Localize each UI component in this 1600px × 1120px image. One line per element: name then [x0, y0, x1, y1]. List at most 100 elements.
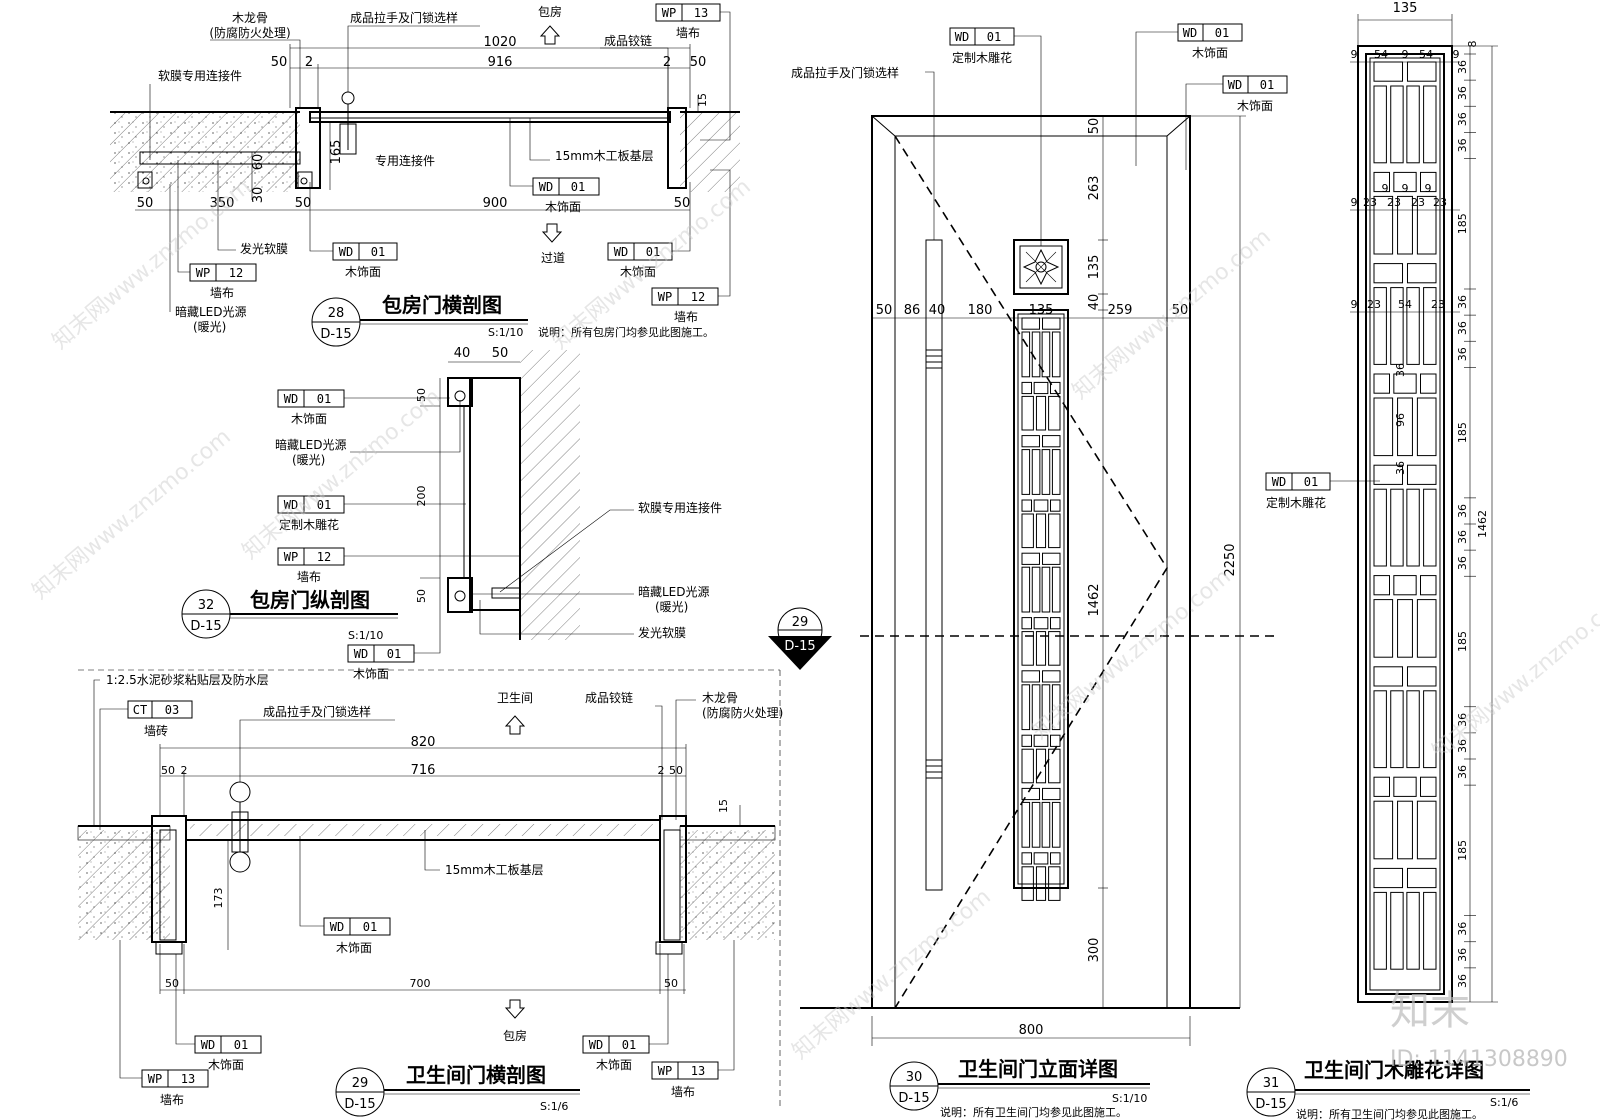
- detail-title: 28 D-15 包房门横剖图 S:1/10 说明：所有包房门均参见此图施工。: [311, 293, 714, 347]
- dim-50: 50: [137, 196, 154, 211]
- svg-text:01: 01: [234, 1038, 248, 1052]
- lattice-cell: [1035, 395, 1047, 431]
- dim-9: 9: [1402, 182, 1409, 195]
- svg-text:32: 32: [198, 598, 215, 613]
- dim-9: 9: [1351, 48, 1358, 61]
- detail-30: 50 86 40 180 135 259 50 50 263 135 40 14…: [768, 23, 1288, 1119]
- lattice-cell: [1373, 666, 1404, 687]
- svg-text:S:1/10: S:1/10: [348, 629, 383, 642]
- dim-50: 50: [415, 589, 428, 603]
- direction-label: 卫生间: [497, 691, 533, 705]
- label-film-connector: 软膜专用连接件: [638, 500, 722, 515]
- svg-text:WP: WP: [148, 1072, 162, 1086]
- lattice-cell: [1393, 776, 1417, 797]
- svg-text:13: 13: [691, 1064, 705, 1078]
- dimension-label: 36: [1456, 765, 1469, 779]
- material-tag: WD 01 定制木雕花: [1265, 472, 1380, 510]
- lattice-cell: [1021, 317, 1040, 330]
- svg-text:01: 01: [622, 1038, 636, 1052]
- dim-15: 15: [696, 93, 709, 107]
- svg-text:定制木雕花: 定制木雕花: [279, 517, 339, 532]
- lattice-cell: [1406, 488, 1420, 567]
- dim-916: 916: [488, 55, 513, 70]
- lattice-cell: [1033, 381, 1049, 395]
- lattice-cell: [1373, 373, 1390, 394]
- lattice-cell: [1416, 800, 1437, 860]
- lattice-cell: [1423, 488, 1437, 567]
- dim-60: 60: [251, 154, 266, 171]
- lattice-cell: [1373, 85, 1387, 164]
- lattice-cell: [1397, 599, 1413, 658]
- dim-40: 40: [1087, 294, 1102, 311]
- dim-86: 86: [904, 303, 921, 318]
- lattice-cell: [1390, 690, 1404, 769]
- detail-title-text: 卫生间门木雕花详图: [1304, 1058, 1484, 1082]
- dim-54: 54: [1374, 48, 1388, 61]
- lattice-cell: [1035, 866, 1047, 901]
- label-film-connector: 软膜专用连接件: [158, 68, 242, 83]
- svg-text:WD: WD: [330, 920, 344, 934]
- svg-text:01: 01: [987, 30, 1001, 44]
- lattice-cell: [1021, 748, 1034, 784]
- lattice-cell: [1406, 287, 1420, 365]
- dim-8: 8: [1466, 41, 1479, 48]
- material-tag: WD 01 木饰面: [347, 615, 441, 681]
- dim-50: 50: [664, 977, 678, 990]
- dim-23: 23: [1431, 298, 1445, 311]
- watermark-logo: 知末: [1390, 988, 1470, 1034]
- lattice-cell: [1021, 801, 1031, 848]
- lattice-cell: [1420, 171, 1437, 193]
- label-handle: 成品拉手及门锁选样: [350, 10, 458, 25]
- lattice-cell: [1021, 552, 1040, 565]
- dim-50: 50: [492, 346, 509, 361]
- dimension-label: 36: [1456, 321, 1469, 335]
- dim-54: 54: [1398, 298, 1412, 311]
- label-board: 15mm木工板基层: [445, 863, 544, 877]
- dimension-label: 36: [1456, 504, 1469, 518]
- dim-9: 9: [1351, 196, 1358, 209]
- lattice-cell: [1373, 867, 1404, 889]
- dim-173: 173: [212, 888, 225, 909]
- dim-50: 50: [295, 196, 312, 211]
- lattice-cell: [1416, 599, 1437, 658]
- material-tag: WD 01 木饰面: [607, 182, 691, 279]
- dim-716: 716: [411, 763, 436, 778]
- lattice-cell: [1420, 373, 1437, 394]
- svg-text:29: 29: [792, 615, 809, 630]
- lattice-cell: [1373, 171, 1390, 193]
- watermark: 知末网www.znzmo.com 知末网www.znzmo.com 知末网www…: [28, 174, 1600, 1072]
- svg-text:WD: WD: [1272, 475, 1286, 489]
- material-tag: WP 12 墙布: [277, 547, 520, 584]
- svg-text:墙布: 墙布: [676, 26, 700, 40]
- svg-text:墙砖: 墙砖: [144, 723, 168, 738]
- dim-2: 2: [663, 55, 671, 70]
- dim-9: 9: [1382, 182, 1389, 195]
- lattice-cell: [1365, 53, 1445, 995]
- direction-label: 过道: [541, 251, 565, 265]
- direction-label: 包房: [503, 1028, 527, 1043]
- dim-180: 180: [968, 303, 993, 318]
- lattice-cell: [1041, 449, 1051, 495]
- svg-text:01: 01: [387, 647, 401, 661]
- lattice-cell: [1035, 631, 1047, 666]
- dim-700: 700: [410, 977, 431, 990]
- lattice-cell: [1021, 852, 1032, 865]
- svg-text:知末网www.znzmo.com: 知末网www.znzmo.com: [1068, 224, 1276, 404]
- dim-350: 350: [210, 196, 235, 211]
- detail-title: 30 D-15 卫生间门立面详图 S:1/10 说明：所有卫生间门均参见此图施工…: [889, 1057, 1150, 1119]
- label-led: 暗藏LED光源: [275, 437, 347, 452]
- lattice-cell: [1369, 57, 1441, 991]
- dim-23: 23: [1363, 196, 1377, 209]
- lattice-cell: [1390, 891, 1404, 970]
- note-text: 说明：所有卫生间门均参见此图施工。: [1296, 1107, 1483, 1120]
- lattice-cell: [1017, 313, 1065, 885]
- label-led: 暗藏LED光源: [638, 584, 710, 599]
- lattice-cell: [1041, 331, 1051, 378]
- svg-text:WP: WP: [284, 550, 298, 564]
- svg-text:WD: WD: [539, 180, 553, 194]
- svg-text:WD: WD: [201, 1038, 215, 1052]
- material-tag: WD 01 木饰面: [309, 182, 398, 279]
- dim-2: 2: [305, 55, 313, 70]
- material-tag: WD 01 木饰面: [582, 954, 669, 1072]
- svg-text:WD: WD: [589, 1038, 603, 1052]
